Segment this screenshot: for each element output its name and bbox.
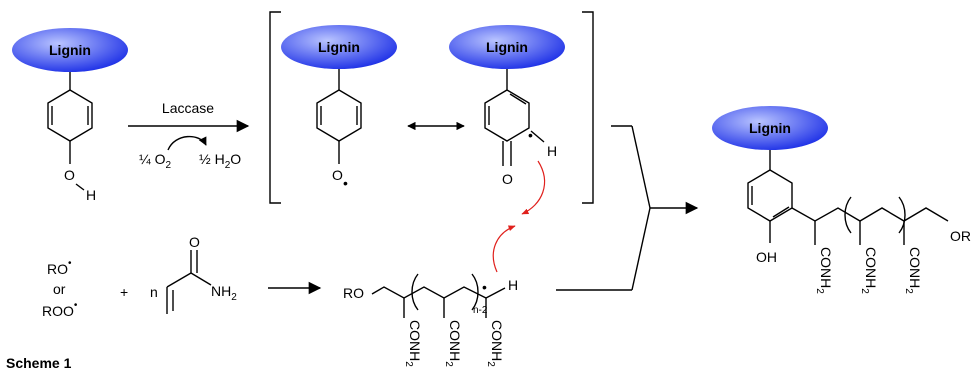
roo-radical: ROO• [42,300,78,319]
o2-label: ¼ O2 [139,151,171,171]
n-minus-2-label: n-2 [473,305,488,316]
carbon-radical-resonance: Lignin O • H [449,25,565,187]
h2o-label: ½ H2O [199,151,241,171]
lignin-label: Lignin [749,120,791,136]
lignin-ellipse [281,25,397,69]
laccase-arrow: Laccase ¼ O2 ½ H2O [128,100,250,171]
oh-group: OH [756,249,777,265]
lignin-label: Lignin [49,42,91,58]
coupling-arrow [556,125,699,291]
or-label: or [53,281,66,297]
ro-radical: RO• [47,258,72,277]
lignin-ellipse [712,106,828,150]
h-atom: H [508,277,518,293]
scheme-caption: Scheme 1 [6,355,72,371]
lignin-graft-copolymer: Lignin OH CONH2 CONH2 CONH2 OR [712,106,971,294]
n-label: n [150,284,158,300]
o-atom: O [64,167,75,183]
phenoxy-radical: Lignin O • [281,25,397,191]
o-atom: O [332,167,343,183]
bracket-left [269,11,281,204]
conh2-group: CONH2 [859,247,879,294]
conh2-group: CONH2 [814,247,834,294]
electron-arrow [492,225,516,273]
ro-group: RO [343,285,364,301]
lignin-phenol: Lignin O H [12,28,128,203]
acrylamide: O NH2 [166,234,237,314]
conh2-group: CONH2 [443,320,463,367]
conh2-group: CONH2 [903,247,923,294]
bracket-right [582,11,594,204]
conh2-group: CONH2 [403,320,423,367]
polyacrylamide-radical: RO n-2 CONH2 CONH2 CONH2 • H [343,273,518,367]
o-atom: O [502,171,513,187]
conh2-group: CONH2 [485,320,505,367]
h-atom: H [547,143,557,159]
electron-arrow [521,160,546,215]
h-atom: H [86,187,96,203]
plus-sign: + [120,284,128,300]
nh2-group: NH2 [211,283,237,303]
radical-dot: • [482,279,487,295]
or-end-group: OR [950,228,971,244]
initiator-radicals: RO• or ROO• [42,258,78,319]
radical-dot: • [528,127,533,143]
lignin-ellipse [12,28,128,72]
lignin-ellipse [449,25,565,69]
lignin-label: Lignin [486,39,528,55]
o-atom: O [189,234,200,250]
radical-dot: • [343,175,348,191]
laccase-label: Laccase [162,100,214,116]
lignin-label: Lignin [318,39,360,55]
